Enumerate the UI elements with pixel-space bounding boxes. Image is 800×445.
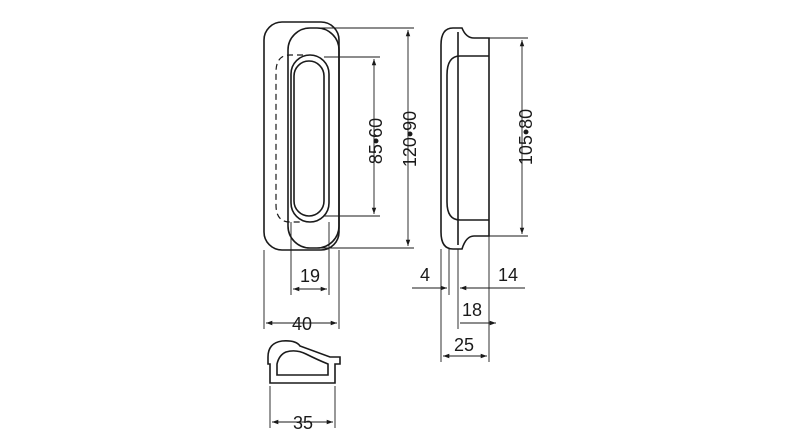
front-view: 85•60 120•90 19 40 [263,21,420,334]
dim-label-85: 85•60 [366,118,386,164]
section-outline [267,340,341,384]
dim-label-18: 18 [462,300,482,320]
dim-label-35: 35 [293,413,313,433]
dim-label-14: 14 [498,265,518,285]
dim-label-40: 40 [292,314,312,334]
front-inner-plate [287,27,340,249]
side-view: 105•80 4 14 18 25 [412,27,536,362]
dim-label-4: 4 [420,265,430,285]
front-grip-recess-inner [293,60,325,217]
dim-label-25: 25 [454,335,474,355]
front-hidden-recess [275,54,303,223]
dim-label-19: 19 [300,266,320,286]
dim-label-105: 105•80 [516,109,536,165]
dim-label-120: 120•90 [400,111,420,167]
side-profile-outer [440,27,490,250]
front-grip-recess-outer [290,54,330,223]
section-inner-channel [276,350,329,376]
section-view: 35 [267,340,341,433]
side-recess-profile [446,55,489,221]
